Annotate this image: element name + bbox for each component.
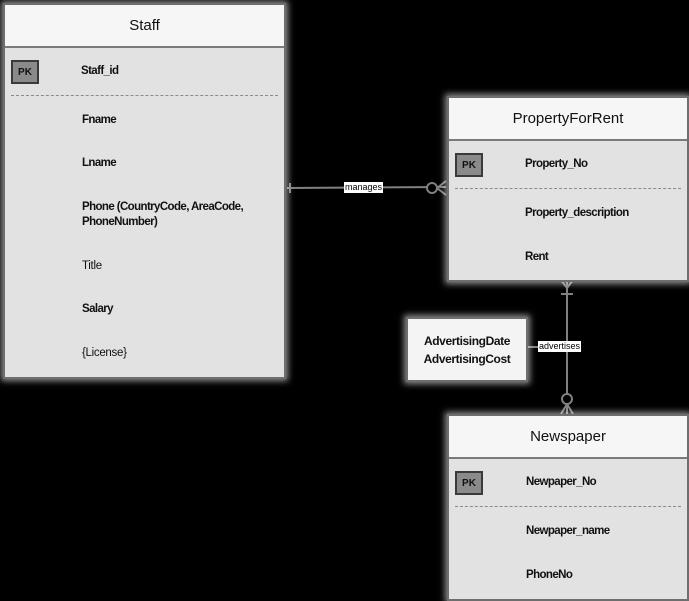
staff-attribute: Salary: [82, 303, 114, 315]
staff-attribute: Fname: [82, 114, 117, 126]
propertyforrent-title: PropertyForRent: [449, 98, 687, 141]
propertyforrent-pk-divider: [455, 188, 681, 189]
staff-attribute: Title: [82, 260, 102, 272]
newspaper-pk-divider: [455, 506, 681, 507]
advertises-label: advertises: [538, 341, 582, 352]
propertyforrent-attribute: Property_description: [525, 207, 629, 219]
manages-property-crow-top: [436, 180, 447, 189]
staff-pk-attribute: Staff_id: [81, 65, 119, 77]
staff-pk-badge: PK: [11, 60, 39, 84]
newspaper-attribute: Newpaper_name: [526, 525, 610, 537]
propertyforrent-attribute: Rent: [525, 251, 549, 263]
advertises-newspaper-optional-mark: [561, 393, 573, 405]
newspaper-title: Newspaper: [449, 416, 687, 459]
newspaper-pk-attribute: Newpaper_No: [526, 476, 597, 488]
manages-property-optional-mark: [426, 182, 438, 194]
staff-entity[interactable]: Staff PK Staff_id Fname Lname Phone (Cou…: [3, 3, 286, 379]
advertising-date-attribute: AdvertisingDate: [423, 333, 511, 348]
staff-attribute: Lname: [82, 157, 117, 169]
propertyforrent-pk-badge: PK: [455, 153, 483, 177]
advertising-cost-attribute: AdvertisingCost: [423, 351, 511, 366]
propertyforrent-pk-attribute: Property_No: [525, 158, 588, 170]
newspaper-pk-badge: PK: [455, 471, 483, 495]
advertises-attributes-box[interactable]: AdvertisingDate AdvertisingCost: [406, 317, 528, 382]
propertyforrent-entity[interactable]: PropertyForRent PK Property_No Property_…: [447, 96, 689, 282]
newspaper-entity[interactable]: Newspaper PK Newpaper_No Newpaper_name P…: [447, 414, 689, 601]
advertises-newspaper-crow-left: [560, 403, 568, 415]
staff-attribute: Phone (CountryCode, AreaCode, PhoneNumbe…: [82, 201, 244, 228]
staff-pk-divider: [11, 95, 278, 96]
manages-label: manages: [344, 182, 384, 193]
advertises-newspaper-crow-right: [566, 403, 574, 415]
staff-attribute: {License}: [82, 347, 127, 359]
newspaper-attribute: PhoneNo: [526, 569, 573, 581]
staff-title: Staff: [5, 5, 284, 48]
manages-property-crow-bottom: [436, 187, 447, 196]
